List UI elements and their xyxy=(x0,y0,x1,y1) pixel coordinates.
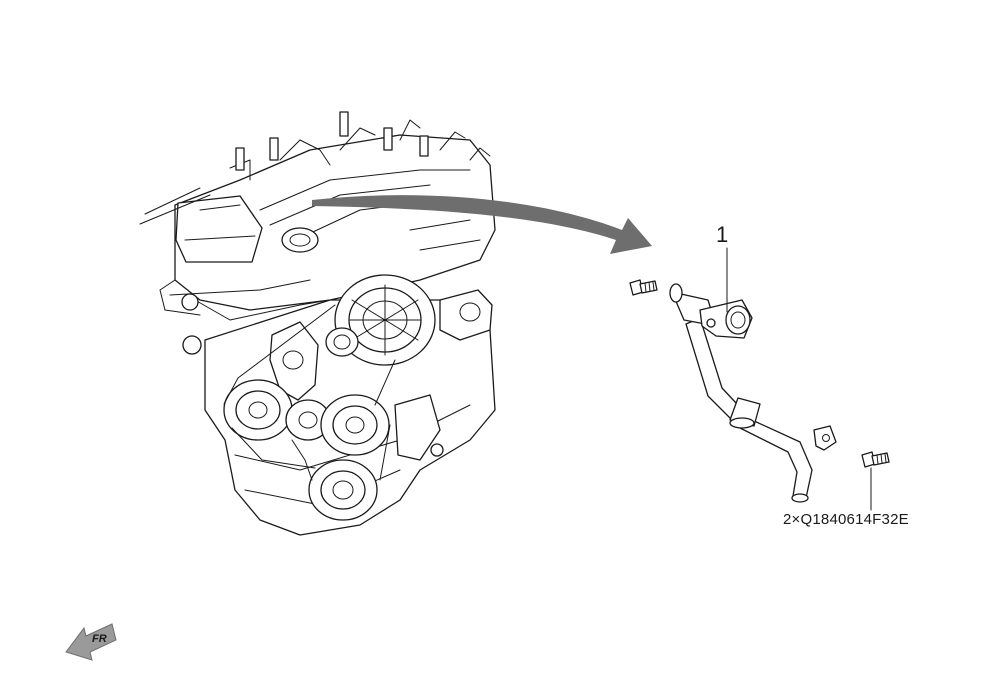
transfer-arrow xyxy=(312,195,652,254)
fuel-rail xyxy=(139,119,491,239)
water-outlet-pipe xyxy=(669,283,837,503)
intake-box xyxy=(175,195,263,263)
injectors xyxy=(235,111,429,171)
starter xyxy=(439,289,493,341)
ac-compressor-bracket xyxy=(394,394,441,461)
front-indicator: FR xyxy=(65,623,117,661)
alternator xyxy=(325,274,436,366)
flange-port xyxy=(725,305,751,335)
callout-number: 1 xyxy=(716,222,729,247)
bolt-lower-right xyxy=(861,451,890,468)
serpentine-belt xyxy=(223,304,396,481)
engine-assembly xyxy=(139,111,496,536)
bolt-part-code: 2×Q1840614F32E xyxy=(783,511,909,528)
cylinder-head xyxy=(174,134,496,311)
front-indicator-label: FR xyxy=(92,633,107,645)
idler-bracket xyxy=(269,321,319,401)
bolt-upper-left xyxy=(629,279,658,296)
front-arrow-icon xyxy=(65,623,117,661)
pulleys xyxy=(223,379,390,521)
oil-cap xyxy=(281,227,319,253)
pipe-mount-tab xyxy=(813,425,837,451)
